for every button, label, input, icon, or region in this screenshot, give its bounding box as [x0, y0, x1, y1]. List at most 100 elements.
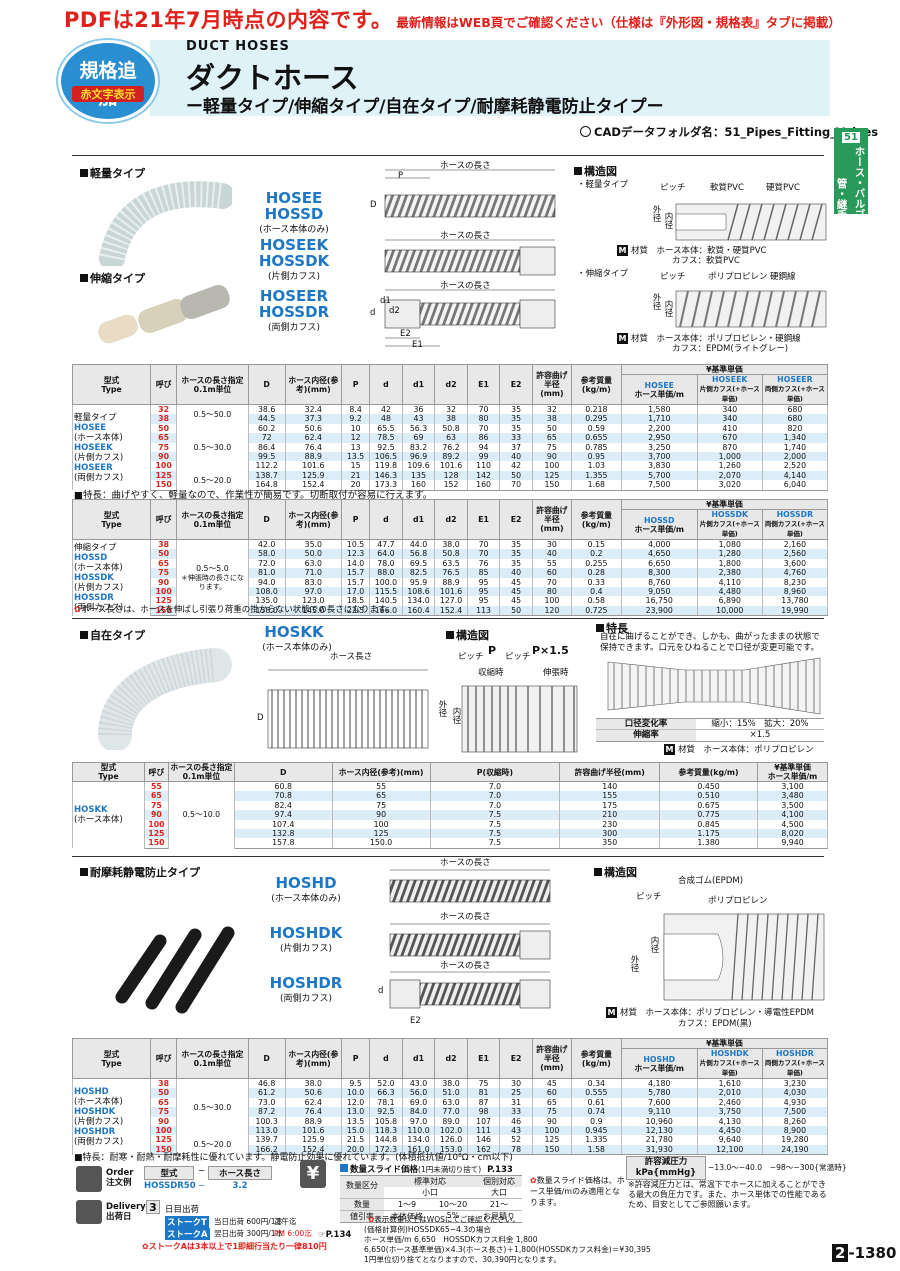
value-cell: 118.3 — [369, 1126, 403, 1136]
size-cell: 38 — [150, 1078, 178, 1089]
value-cell: 24,190 — [761, 1144, 829, 1156]
size-cell: 125 — [143, 829, 169, 839]
value-cell: 56.3 — [401, 423, 436, 434]
value-cell: 0.675 — [659, 800, 759, 811]
value-cell: 100 — [531, 461, 572, 471]
dim-hose-length: ホースの長さ — [440, 961, 491, 971]
value-cell: 99.5 — [247, 452, 286, 462]
size-cell: 125 — [150, 1135, 178, 1145]
value-cell: 7.5 — [429, 819, 561, 830]
value-cell: 0.2 — [570, 549, 622, 559]
value-cell: 12.0 — [340, 1097, 371, 1108]
value-cell: 37 — [499, 442, 533, 453]
value-cell: 0.218 — [570, 404, 622, 415]
value-cell: 8,900 — [761, 1126, 829, 1136]
value-cell: 38 — [434, 414, 468, 424]
struct-pitch: ピッチ — [458, 652, 484, 662]
value-cell: 125.9 — [284, 470, 343, 481]
value-cell: 98 — [466, 1107, 501, 1117]
value-cell: 127.0 — [434, 596, 468, 606]
model-sub: (ホース本体のみ) — [259, 225, 329, 235]
dim-D: D — [257, 713, 264, 723]
value-cell: 102.0 — [434, 1126, 468, 1136]
value-cell: 32 — [434, 404, 468, 415]
value-cell: 0.510 — [659, 791, 759, 801]
flex-ratio-table: 口径変化率 縮小：15% 拡大：20% 伸縮率 ×1.5 — [596, 718, 824, 742]
value-cell: 4,000 — [620, 539, 698, 550]
dim-E2: E2 — [410, 1016, 421, 1026]
value-cell: 83.0 — [284, 577, 343, 588]
struct-inner: 内径 — [663, 300, 673, 317]
value-cell: 35 — [499, 539, 533, 550]
value-cell: 1,080 — [696, 539, 763, 550]
value-cell: 0.28 — [570, 568, 622, 578]
value-cell: 70 — [466, 539, 501, 550]
value-cell: 50 — [531, 423, 572, 434]
badge-line2: 赤文字表示 — [72, 86, 144, 102]
value-cell: 35 — [499, 549, 533, 559]
order-h-length: ホース長さ — [208, 1166, 272, 1180]
value-cell: 77.0 — [434, 1107, 468, 1117]
dim-hose-length: ホースの長さ — [440, 161, 491, 171]
model-group-hoshdk: HOSHDK (片側カフス) — [256, 925, 356, 954]
value-cell: 2,560 — [761, 549, 829, 559]
type-label: HOSKK(ホース本体) — [72, 781, 145, 849]
cad-disc-icon — [580, 126, 591, 137]
value-cell: 94 — [466, 442, 501, 453]
size-cell: 90 — [150, 577, 178, 588]
stoke-page-link[interactable]: ☞P.134 — [318, 1230, 352, 1240]
flex-struct-drawing — [461, 685, 578, 753]
struct-inner: 内径 — [451, 707, 461, 724]
value-cell: 65 — [531, 1097, 572, 1108]
value-cell: 125 — [331, 829, 431, 839]
value-cell: 112.2 — [247, 461, 286, 471]
size-cell: 100 — [150, 1126, 178, 1136]
value-cell: 23,900 — [620, 605, 698, 617]
struct-outer: 外径 — [629, 955, 639, 972]
value-cell: 10.5 — [340, 539, 371, 550]
value-cell: 60.8 — [233, 781, 333, 792]
value-cell: 2,010 — [696, 1088, 763, 1098]
struct-light-drawing — [675, 203, 827, 241]
value-cell: 7.5 — [429, 829, 561, 839]
value-cell: 12.3 — [340, 549, 371, 559]
value-cell: 2,000 — [761, 452, 829, 462]
value-cell: 82.5 — [401, 568, 436, 578]
value-cell: 3,700 — [620, 452, 698, 462]
value-cell: 7.0 — [429, 800, 561, 811]
value-cell: 8,760 — [620, 577, 698, 588]
value-cell: 13 — [340, 442, 371, 453]
struct-outer: 外径 — [651, 205, 661, 222]
value-cell: 75 — [331, 800, 431, 811]
value-cell: 146.3 — [369, 470, 403, 481]
pressure-note: ※許容減圧力とは、常温下でホースに加えることができる最大の負圧力です。また、ホー… — [628, 1180, 827, 1209]
size-cell: 100 — [150, 461, 178, 471]
dim-hose-length: ホースの長さ — [440, 231, 491, 241]
value-cell: 0.95 — [570, 452, 622, 462]
side-tab[interactable]: 51 管・継手 ホース・バルブ — [834, 128, 868, 220]
value-cell: 30 — [531, 539, 572, 550]
value-cell: 138.7 — [247, 470, 286, 481]
size-cell: 65 — [150, 1097, 178, 1108]
value-cell: 38.0 — [434, 539, 468, 550]
type-label: HOSHD(ホース本体)HOSHDK(片側カフス)HOSHDR(両側カフス) — [71, 1078, 152, 1155]
value-cell: 108.0 — [247, 587, 286, 597]
section-divider — [72, 618, 824, 619]
value-cell: 119.8 — [369, 461, 403, 471]
value-cell: 88.9 — [434, 577, 468, 588]
size-cell: 65 — [150, 558, 178, 569]
value-cell: 40 — [531, 549, 572, 559]
value-cell: 64.0 — [369, 549, 403, 559]
value-cell: 30 — [499, 1078, 533, 1089]
value-cell: 22.5 — [340, 605, 371, 617]
